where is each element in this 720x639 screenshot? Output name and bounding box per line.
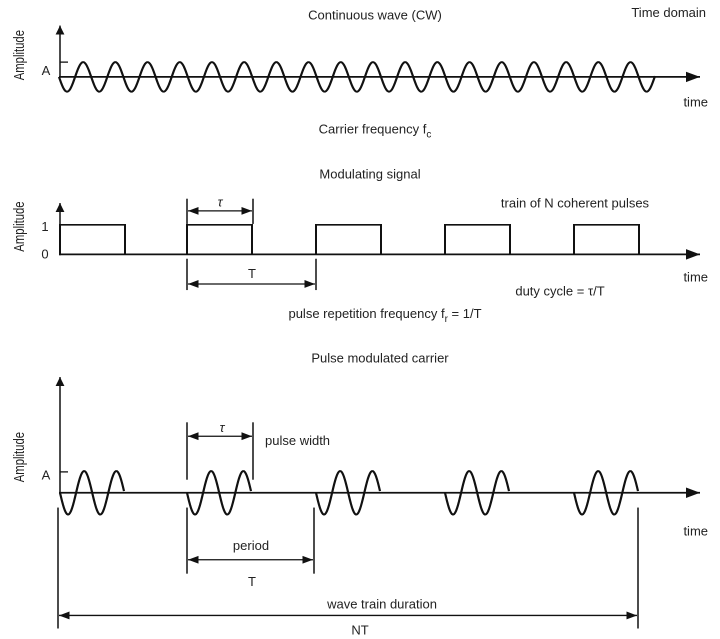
time-domain-label: Time domain xyxy=(631,5,706,20)
pulse xyxy=(315,223,382,255)
carrier-wave xyxy=(57,61,657,93)
level-zero-label: 0 xyxy=(41,247,48,262)
pulse-width-label: pulse width xyxy=(265,433,330,448)
pulse-train-note: train of N coherent pulses xyxy=(501,195,650,210)
time-label: time xyxy=(683,523,708,538)
carrier-burst xyxy=(58,469,126,516)
period-label: T xyxy=(248,266,256,281)
tau-label: τ xyxy=(220,420,226,435)
period-label: period xyxy=(233,538,269,553)
y-axis-label: Amplitude xyxy=(10,201,27,251)
carrier-burst xyxy=(572,469,640,516)
time-label: time xyxy=(683,269,708,284)
carrier-frequency-label: Carrier frequency fc xyxy=(319,121,432,140)
time-label: time xyxy=(683,94,708,109)
pmc-title: Pulse modulated carrier xyxy=(311,350,449,365)
level-one-label: 1 xyxy=(41,219,48,234)
diagram-content: Continuous wave (CW) Time domainAmplitude… xyxy=(10,5,708,638)
y-axis-label: Amplitude xyxy=(10,432,27,482)
tau-label: τ xyxy=(218,195,224,210)
duration-label: wave train duration xyxy=(326,596,437,611)
pulse xyxy=(59,223,126,255)
pulse xyxy=(186,223,253,255)
period-symbol: T xyxy=(248,574,256,589)
y-axis-label: Amplitude xyxy=(10,30,27,80)
pulse xyxy=(573,223,640,255)
duration-symbol: NT xyxy=(351,623,368,638)
cw-title: Continuous wave (CW) xyxy=(308,7,442,22)
carrier-burst xyxy=(185,469,253,516)
carrier-burst xyxy=(314,469,382,516)
modulating-title: Modulating signal xyxy=(319,167,420,182)
amp-label: A xyxy=(42,468,51,483)
carrier-burst xyxy=(443,469,511,516)
prf-label: pulse repetition frequency fr = 1/T xyxy=(288,306,481,325)
duty-cycle-label: duty cycle = τ/T xyxy=(515,283,604,298)
pulse xyxy=(444,223,511,255)
amp-label: A xyxy=(42,63,51,78)
